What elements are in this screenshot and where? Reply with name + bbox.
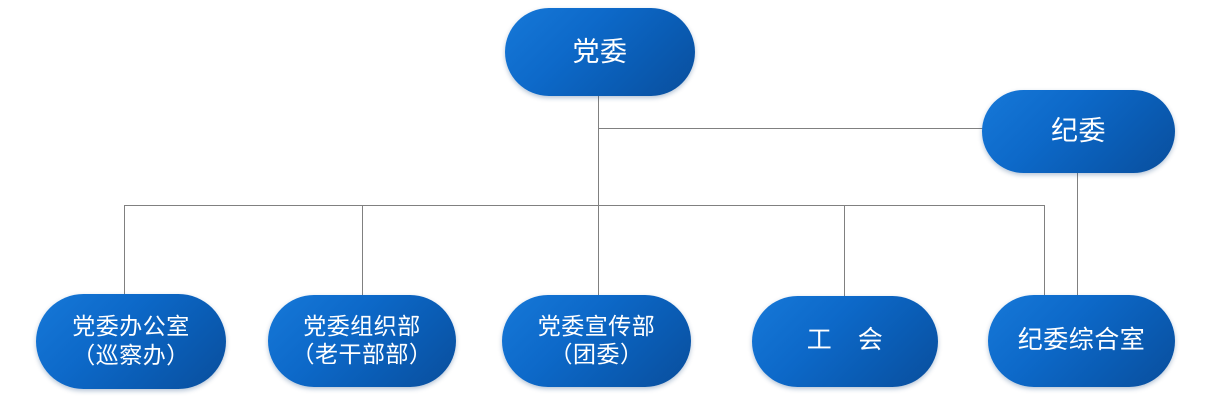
- org-node-label: 党委宣传部 （团委）: [537, 313, 656, 367]
- org-node-discipline-committee[interactable]: 纪委: [982, 90, 1175, 173]
- connector-sibling-bus: [124, 205, 1045, 206]
- org-node-label: 党委办公室 （巡察办）: [72, 314, 190, 368]
- org-node-label: 党委组织部 （老干部部）: [291, 313, 433, 367]
- org-node-label: 纪委: [1051, 116, 1106, 147]
- connector-drop-party-office: [124, 205, 125, 295]
- org-node-organization-department[interactable]: 党委组织部 （老干部部）: [268, 295, 456, 387]
- org-node-party-office[interactable]: 党委办公室 （巡察办）: [36, 294, 226, 389]
- connector-drop-organization: [362, 205, 363, 296]
- org-node-labor-union[interactable]: 工 会: [752, 296, 938, 387]
- connector-drop-labor-union: [844, 205, 845, 297]
- org-node-label: 工 会: [806, 327, 884, 355]
- org-node-propaganda-department[interactable]: 党委宣传部 （团委）: [502, 295, 691, 387]
- connector-discipline-stem: [1077, 172, 1078, 296]
- org-node-label: 纪委综合室: [1017, 326, 1146, 354]
- connector-root-stem: [598, 95, 599, 296]
- connector-root-to-discipline: [598, 128, 984, 129]
- org-node-discipline-general-office[interactable]: 纪委综合室: [988, 295, 1175, 387]
- org-node-party-committee[interactable]: 党委: [505, 8, 695, 96]
- connector-drop-discipline-gen: [1044, 205, 1045, 296]
- org-node-label: 党委: [572, 36, 628, 67]
